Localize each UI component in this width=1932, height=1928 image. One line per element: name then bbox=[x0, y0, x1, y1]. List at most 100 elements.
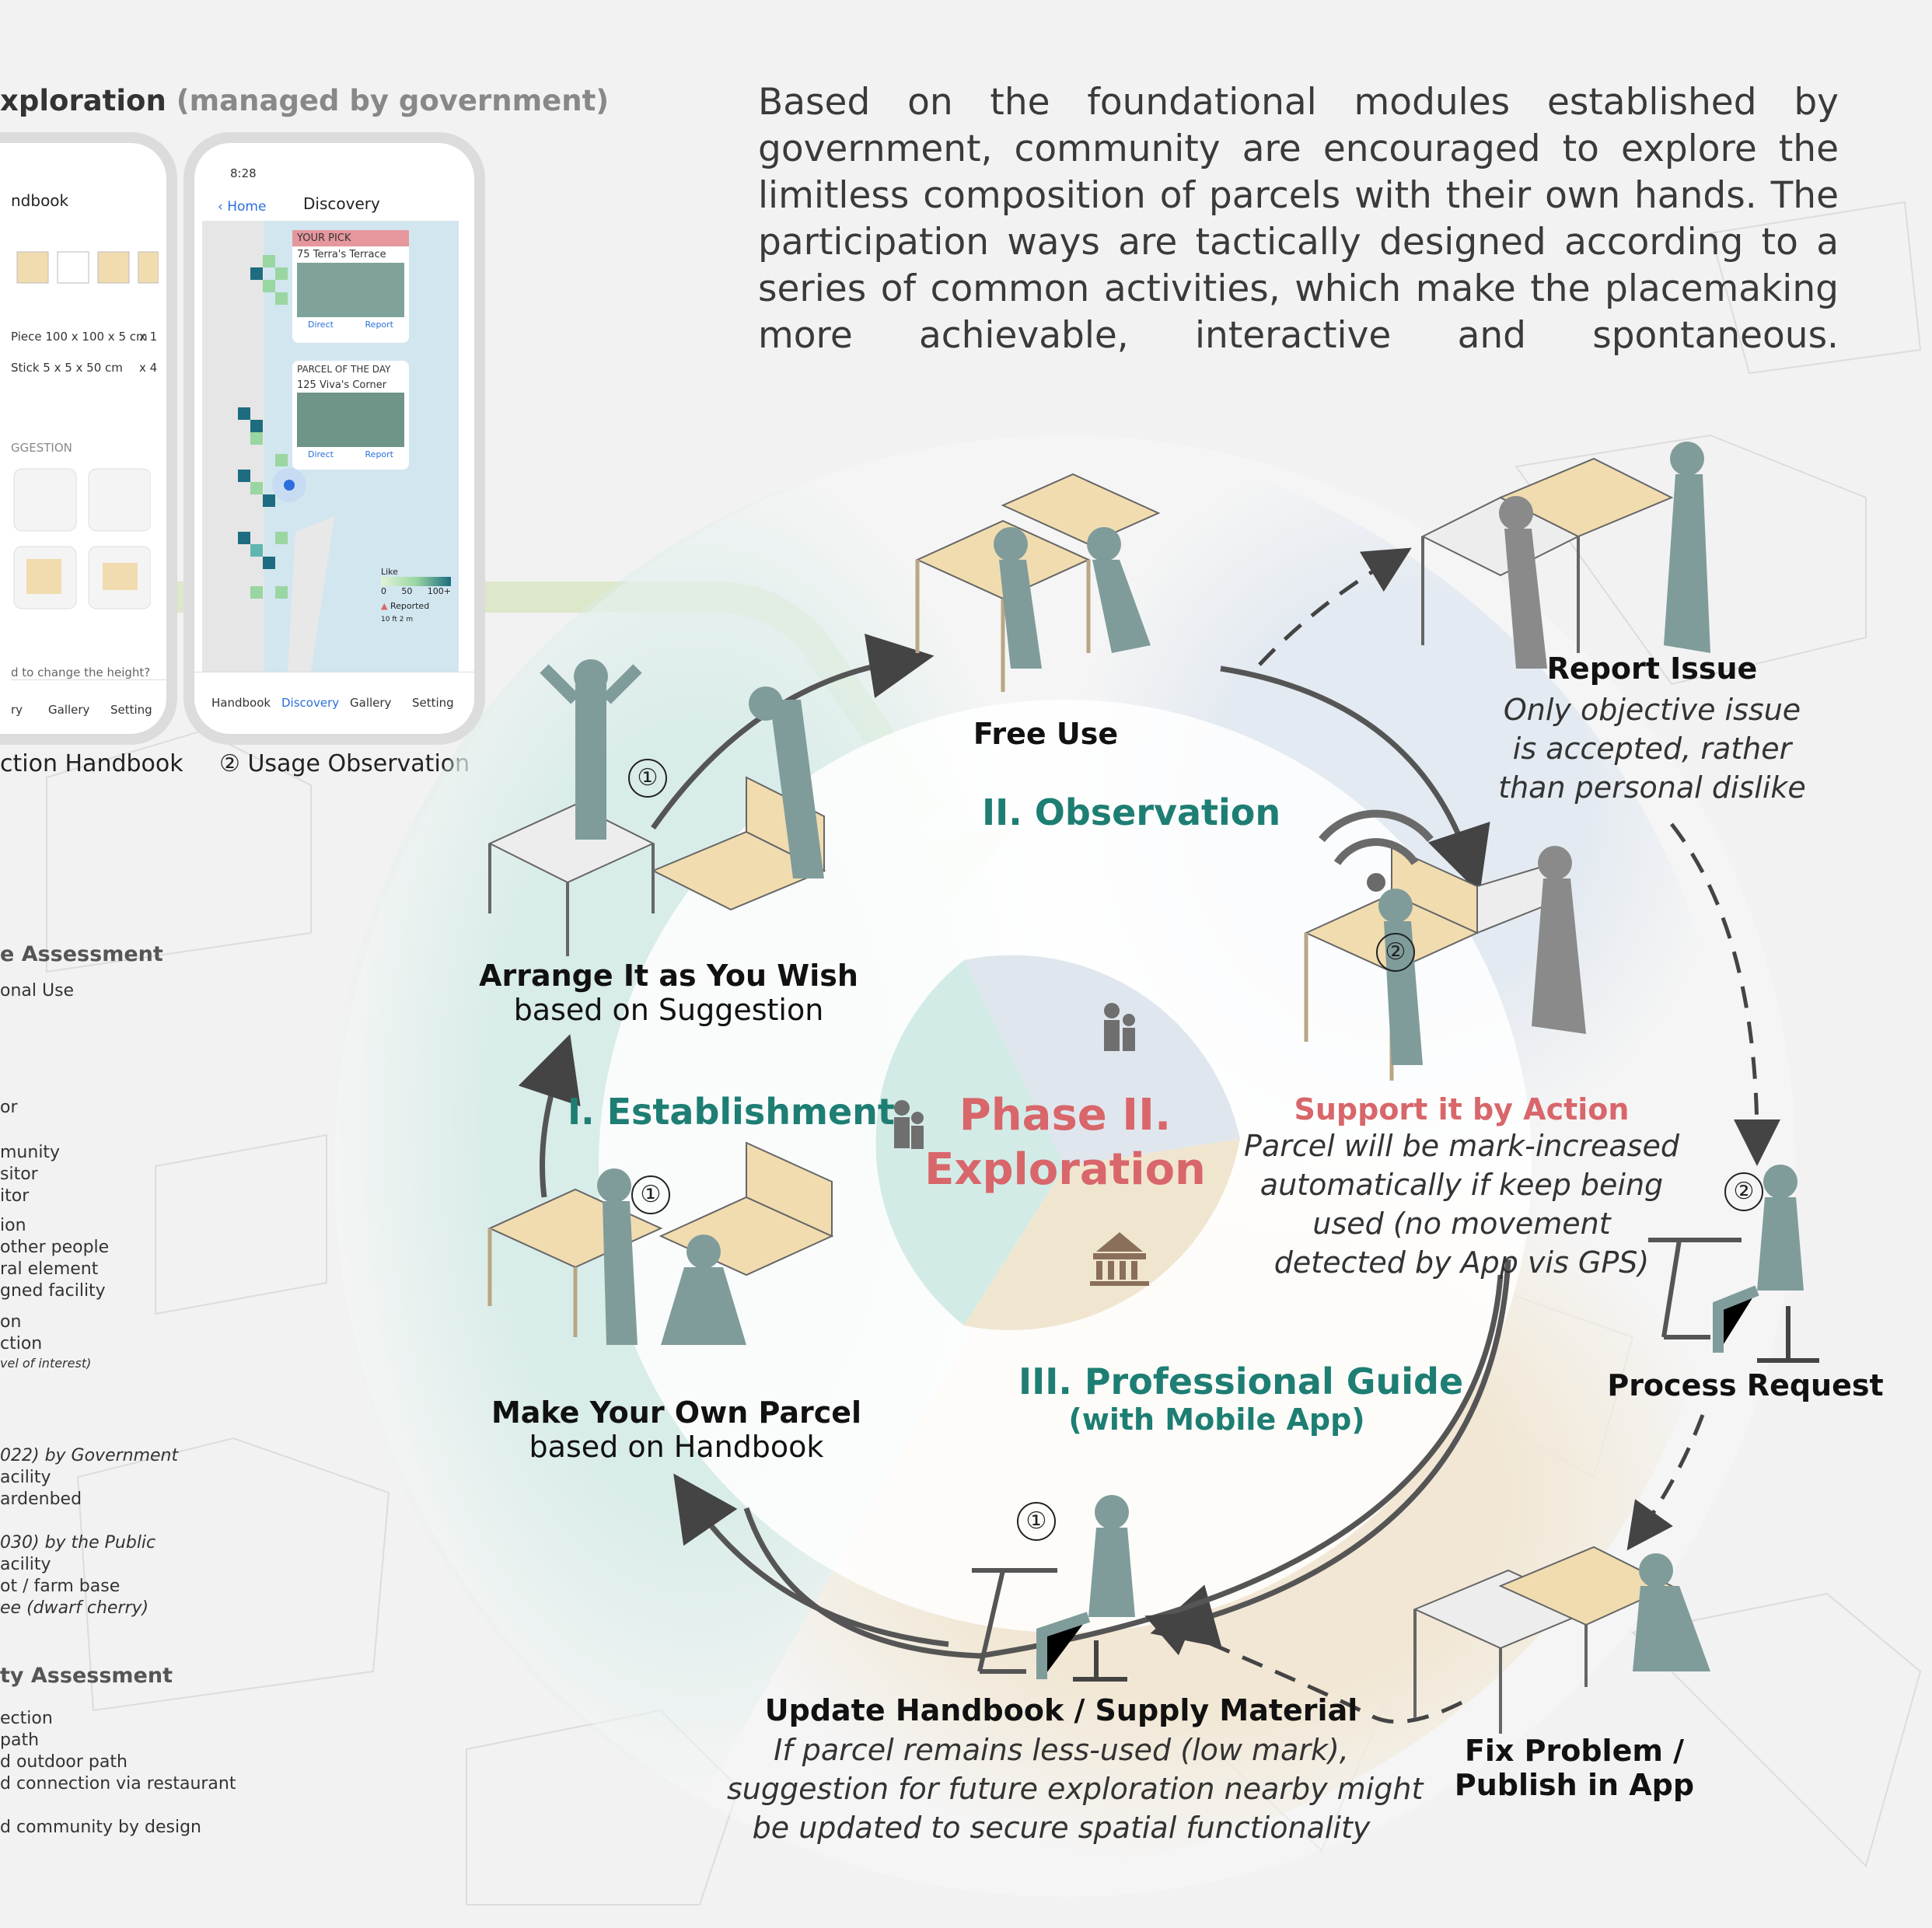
list-item: or bbox=[0, 1098, 18, 1117]
phone2-caption-num: ② bbox=[219, 750, 240, 777]
center-line-2: Exploration bbox=[924, 1144, 1206, 1195]
center-pie bbox=[875, 955, 1240, 1331]
support-line-2: automatically if keep being bbox=[1259, 1168, 1664, 1202]
step-arrange-sub: based on Suggestion bbox=[513, 993, 824, 1027]
intro-paragraph: Based on the foundational modules establ… bbox=[758, 81, 1839, 357]
back-button[interactable]: ‹ Home bbox=[218, 199, 267, 215]
free-use-illustration bbox=[915, 473, 1161, 692]
step-arrange-title: Arrange It as You Wish bbox=[479, 959, 858, 993]
legend-tick-2: 100+ bbox=[427, 586, 451, 596]
module-icons bbox=[11, 244, 159, 291]
report-line-2: is accepted, rather bbox=[1512, 732, 1792, 766]
phone2-caption-text: Usage Observation bbox=[247, 750, 470, 777]
center-line-1: Phase II. bbox=[959, 1090, 1172, 1140]
handbook-item-2: Stick 5 x 5 x 50 cm bbox=[11, 361, 123, 375]
tab-handbook[interactable]: Handbook bbox=[211, 696, 271, 710]
fix-illustration bbox=[1413, 1546, 1710, 1734]
back-label: Home bbox=[227, 199, 267, 215]
step-process: Process Request bbox=[1607, 1368, 1884, 1402]
day-report[interactable]: Report bbox=[365, 449, 393, 459]
legend-reported: Reported bbox=[390, 601, 430, 611]
step-fix-line-2: Publish in App bbox=[1454, 1768, 1695, 1802]
list-item: ardenbed bbox=[0, 1490, 82, 1509]
marker-2-support: ② bbox=[1376, 933, 1415, 972]
list-item: on bbox=[0, 1312, 22, 1332]
legend-tick-0: 0 bbox=[381, 586, 386, 596]
list-item: other people bbox=[0, 1238, 110, 1257]
handbook-item-1-qty: x 1 bbox=[139, 330, 158, 344]
legend-like: Like bbox=[381, 567, 398, 577]
scale-ft: 10 ft bbox=[381, 616, 397, 623]
process-illustration bbox=[1648, 1165, 1819, 1363]
phone-discovery: 8:28 ‹ Home Discovery YOUR PICK bbox=[183, 132, 485, 745]
step-fix-line-1: Fix Problem / bbox=[1464, 1734, 1685, 1768]
list-item: ection bbox=[0, 1709, 53, 1728]
step-update: Update Handbook / Supply Material If par… bbox=[727, 1693, 1423, 1847]
tab-phone1-0[interactable]: ry bbox=[11, 703, 23, 717]
parcel-day-card[interactable]: PARCEL OF THE DAY 125 Viva's Corner Dire… bbox=[292, 361, 409, 470]
parcel-day-label: PARCEL OF THE DAY bbox=[297, 364, 391, 375]
report-illustration bbox=[1420, 442, 1710, 669]
update-line-1: If parcel remains less-used (low mark), bbox=[774, 1733, 1349, 1767]
list-item: onal Use bbox=[0, 981, 75, 1001]
phase-guide-title: III. Professional Guide bbox=[1018, 1360, 1464, 1402]
report-line-1: Only objective issue bbox=[1503, 693, 1801, 727]
tab-discovery[interactable]: Discovery bbox=[281, 696, 340, 710]
support-line-3: used (no movement bbox=[1312, 1207, 1611, 1241]
list-item: d connection via restaurant bbox=[0, 1774, 236, 1794]
arrange-illustration bbox=[487, 659, 826, 956]
step-make-sub: based on Handbook bbox=[529, 1430, 824, 1464]
phase-guide-sub: (with Mobile App) bbox=[1068, 1402, 1365, 1437]
step-support: Support it by Action Parcel will be mark… bbox=[1244, 1092, 1679, 1282]
step-make-title: Make Your Own Parcel bbox=[491, 1395, 862, 1430]
step-make: Make Your Own Parcel based on Handbook bbox=[466, 1395, 886, 1464]
map-heatmap bbox=[202, 221, 334, 672]
make-illustration bbox=[487, 1141, 834, 1345]
tab-gallery-2[interactable]: Gallery bbox=[350, 696, 392, 710]
government-building-icon bbox=[1090, 1232, 1149, 1286]
discovery-title: Discovery bbox=[303, 194, 380, 213]
list-item: gned facility bbox=[0, 1281, 106, 1301]
list-item: ral element bbox=[0, 1259, 99, 1279]
suggestion-grid bbox=[11, 466, 152, 652]
list-item: acility bbox=[0, 1468, 51, 1487]
day-name: Viva's Corner bbox=[319, 379, 387, 391]
tab-gallery[interactable]: Gallery bbox=[48, 703, 90, 717]
phone1-caption: ction Handbook bbox=[0, 750, 183, 777]
legend-tick-1: 50 bbox=[401, 586, 413, 596]
list-item: e Assessment bbox=[0, 942, 163, 966]
pick-photo bbox=[297, 263, 404, 317]
day-direct[interactable]: Direct bbox=[308, 449, 334, 459]
pick-direct[interactable]: Direct bbox=[308, 320, 334, 330]
list-item: ot / farm base bbox=[0, 1577, 121, 1596]
list-item: ty Assessment bbox=[0, 1664, 173, 1688]
handbook-hint: d to change the height? bbox=[11, 665, 151, 679]
step-fix: Fix Problem / Publish in App bbox=[1446, 1734, 1703, 1802]
list-item: itor bbox=[0, 1186, 30, 1206]
step-free-use: Free Use bbox=[973, 717, 1119, 751]
marker-1-update: ① bbox=[1017, 1502, 1056, 1541]
family-icon-left bbox=[894, 1100, 924, 1149]
list-item: 022) by Government bbox=[0, 1446, 179, 1465]
tab-bar: Handbook Discovery Gallery Setting bbox=[194, 672, 474, 734]
list-item: ee (dwarf cherry) bbox=[0, 1598, 149, 1618]
list-item: munity bbox=[0, 1143, 61, 1162]
handbook-item-1: Piece 100 x 100 x 5 cm bbox=[11, 330, 148, 344]
support-line-1: Parcel will be mark-increased bbox=[1244, 1129, 1679, 1163]
marker-1-arrange: ① bbox=[628, 759, 667, 798]
phase-observation: II. Observation bbox=[982, 791, 1281, 833]
phase-establishment: I. Establishment bbox=[568, 1091, 895, 1133]
tab-setting[interactable]: Setting bbox=[110, 703, 152, 717]
list-item: d outdoor path bbox=[0, 1752, 128, 1772]
list-item: acility bbox=[0, 1555, 51, 1574]
warning-icon: ▲ bbox=[381, 601, 388, 611]
phone-handbook: ndbook Piece 100 x 100 x 5 cm x 1 Stick … bbox=[0, 132, 177, 745]
update-illustration bbox=[972, 1495, 1135, 1682]
pick-report[interactable]: Report bbox=[365, 320, 393, 330]
list-item: ction bbox=[0, 1334, 43, 1353]
section-title: xploration (managed by government) bbox=[0, 84, 609, 117]
status-time: 8:28 bbox=[230, 166, 257, 180]
tab-setting-2[interactable]: Setting bbox=[412, 696, 454, 710]
step-update-title: Update Handbook / Supply Material bbox=[764, 1693, 1358, 1727]
